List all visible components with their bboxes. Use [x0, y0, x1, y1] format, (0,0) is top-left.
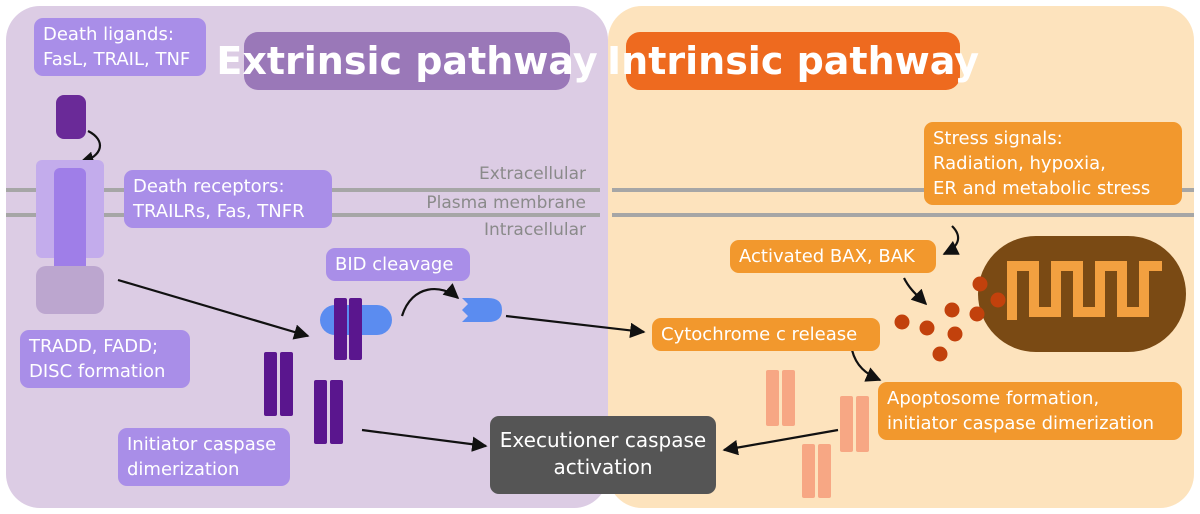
receptor-to-caspase-arrow	[117, 278, 310, 340]
cytochrome-c-release-label: Cytochrome c release	[652, 318, 880, 351]
bid-cleavage-label: BID cleavage	[326, 248, 470, 281]
death-receptors-label: Death receptors: TRAILRs, Fas, TNFR	[124, 170, 332, 228]
apoptosome-formation-label: Apoptosome formation, initiator caspase …	[878, 382, 1182, 440]
initiator-caspase-dimerization-label: Initiator caspase dimerization	[118, 428, 290, 486]
bid-caspase-complex	[320, 298, 392, 360]
stress-signals-label: Stress signals: Radiation, hypoxia, ER a…	[924, 122, 1182, 205]
intracellular-label: Intracellular	[483, 220, 586, 240]
intrinsic-caspase-1	[766, 370, 795, 426]
death-receptor-shape	[36, 160, 104, 314]
activated-bax-bak-label: Activated BAX, BAK	[730, 240, 936, 273]
initiator-caspase-dimer-2	[314, 380, 343, 444]
intrinsic-caspase-2	[840, 396, 869, 452]
intrinsic-caspase-3	[802, 444, 831, 498]
executioner-caspase-box: Executioner caspase activation	[490, 416, 716, 494]
tradd-fadd-label: TRADD, FADD; DISC formation	[20, 330, 190, 388]
death-ligand-shape	[56, 95, 86, 139]
mitochondrion	[978, 236, 1186, 352]
death-ligands-label: Death ligands: FasL, TRAIL, TNF	[34, 18, 206, 76]
extrinsic-pathway-title: Extrinsic pathway	[216, 32, 598, 90]
plasma-membrane-label: Plasma membrane	[426, 193, 586, 213]
bid-to-cytochrome-arrow	[505, 314, 646, 339]
caspase-to-executioner-arrow	[361, 428, 488, 452]
stress-to-bax-arrow	[942, 225, 960, 255]
intrinsic-pathway-title: Intrinsic pathway	[607, 32, 979, 90]
cleaved-bid-shape	[462, 298, 502, 322]
apoptosome-to-executioner-arrow	[722, 428, 839, 456]
bax-to-cytochrome-arrow	[903, 277, 928, 306]
initiator-caspase-dimer-1	[264, 352, 293, 416]
cytochrome-c-molecules	[894, 276, 1006, 362]
extracellular-label: Extracellular	[478, 164, 586, 184]
bid-cleavage-arrow	[400, 283, 460, 317]
cytochrome-to-apoptosome-arrow	[850, 349, 882, 382]
